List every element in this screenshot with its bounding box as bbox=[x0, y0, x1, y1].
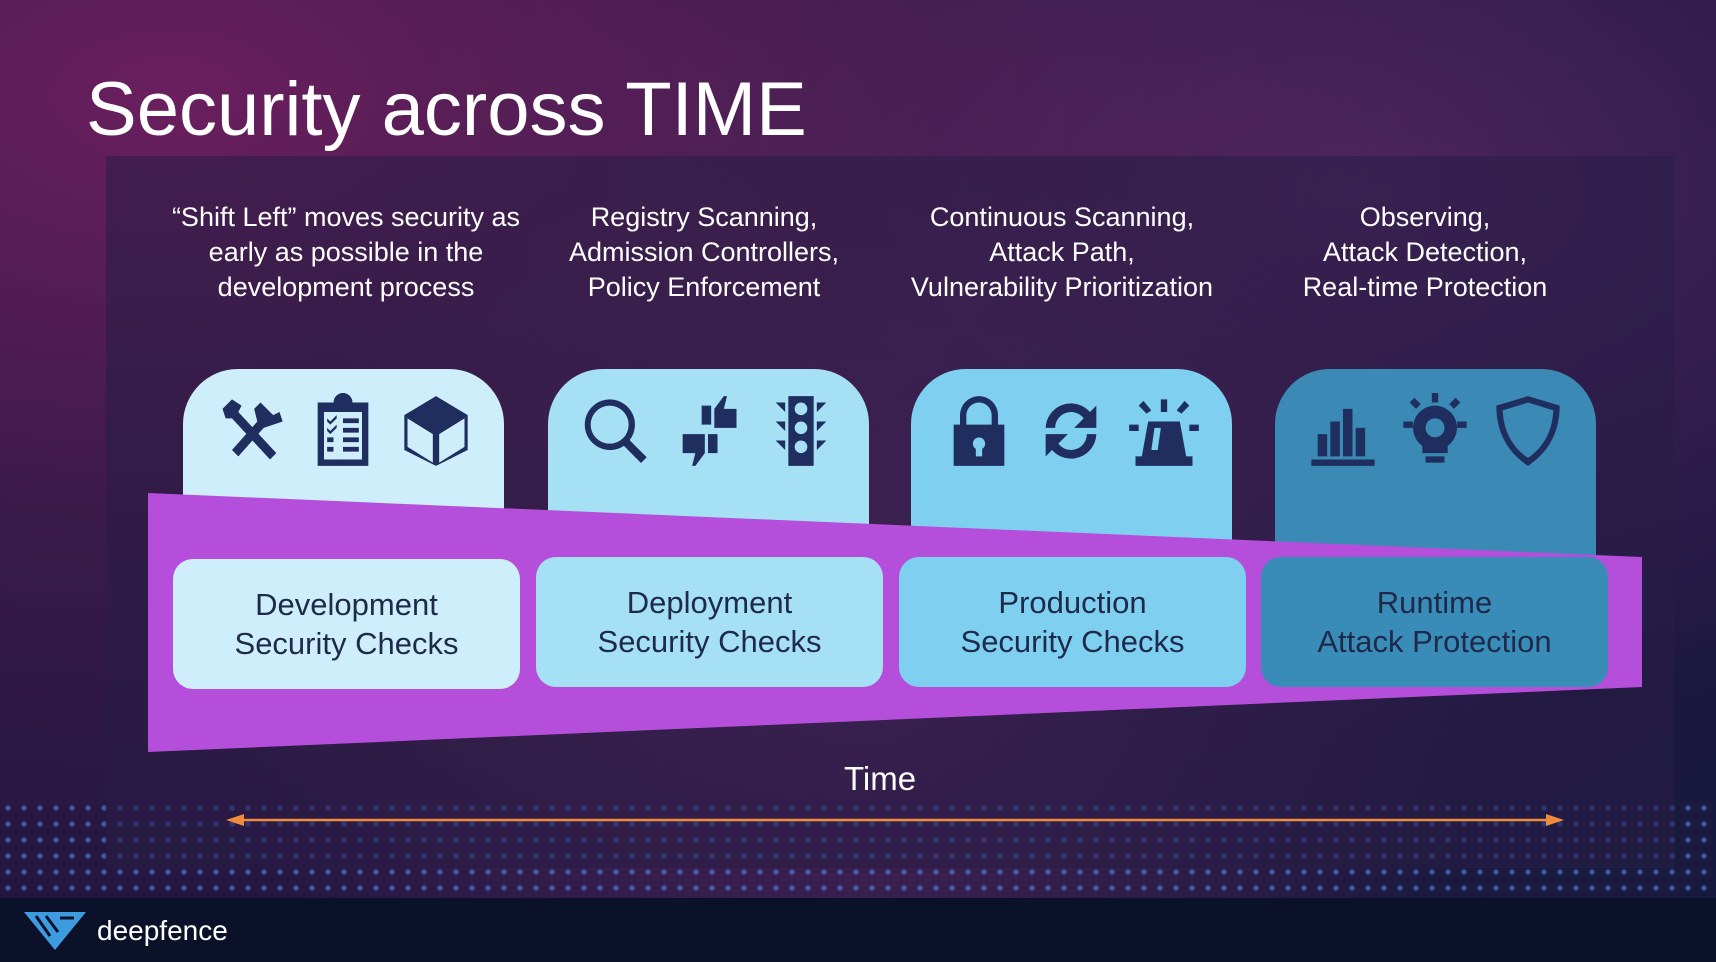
desc-line: Continuous Scanning, bbox=[929, 202, 1195, 232]
traffic-light-icon bbox=[775, 396, 827, 466]
card-line: Production bbox=[998, 585, 1147, 620]
desc-line: Attack Path, bbox=[989, 237, 1135, 267]
hammer-wrench-icon bbox=[222, 399, 283, 460]
shield-icon bbox=[1496, 396, 1560, 466]
deepfence-logo-icon bbox=[24, 912, 86, 950]
desc-line: “Shift Left” moves security as bbox=[171, 202, 521, 232]
thumbs-up-down-icon bbox=[683, 396, 737, 466]
desc-line: Real-time Protection bbox=[1302, 272, 1548, 302]
arrow-left-head bbox=[226, 814, 244, 826]
tab-runtime bbox=[1275, 369, 1596, 569]
card-line: Development bbox=[255, 587, 438, 622]
bar-chart-icon bbox=[1311, 408, 1375, 466]
description-development: “Shift Left” moves security as early as p… bbox=[156, 200, 536, 305]
card-line: Runtime bbox=[1376, 585, 1493, 620]
description-runtime: Observing, Attack Detection, Real-time Pro… bbox=[1235, 200, 1615, 305]
checklist-icon bbox=[318, 393, 369, 466]
card-line: Deployment bbox=[626, 585, 793, 620]
description-production: Continuous Scanning, Attack Path, Vulnerab… bbox=[872, 200, 1252, 305]
footer-bar bbox=[0, 898, 1716, 962]
refresh-icon bbox=[1046, 403, 1097, 459]
slide-title: Security across TIME bbox=[86, 67, 807, 152]
card-line: Attack Protection bbox=[1317, 624, 1552, 659]
package-icon bbox=[404, 396, 468, 466]
card-line: Security Checks bbox=[960, 624, 1185, 659]
desc-line: early as possible in the bbox=[208, 237, 484, 267]
desc-line: Observing, bbox=[1359, 202, 1491, 232]
arrow-right-head bbox=[1546, 814, 1564, 826]
lightbulb-gear-icon bbox=[1403, 393, 1468, 463]
desc-line: Attack Detection, bbox=[1322, 237, 1528, 267]
alarm-siren-icon bbox=[1128, 399, 1199, 466]
card-line: Security Checks bbox=[234, 626, 459, 661]
description-deployment: Registry Scanning, Admission Controllers,… bbox=[514, 200, 894, 305]
desc-line: Policy Enforcement bbox=[587, 272, 821, 302]
wedge-shape bbox=[148, 493, 1642, 752]
time-label: Time bbox=[843, 760, 917, 797]
magnifier-icon bbox=[584, 399, 647, 463]
lock-icon bbox=[953, 396, 1005, 466]
brand-name: deepfence bbox=[97, 915, 228, 946]
card-line: Security Checks bbox=[597, 624, 822, 659]
desc-line: development process bbox=[217, 272, 475, 302]
desc-line: Admission Controllers, bbox=[568, 237, 840, 267]
desc-line: Vulnerability Prioritization bbox=[910, 272, 1214, 302]
desc-line: Registry Scanning, bbox=[590, 202, 818, 232]
